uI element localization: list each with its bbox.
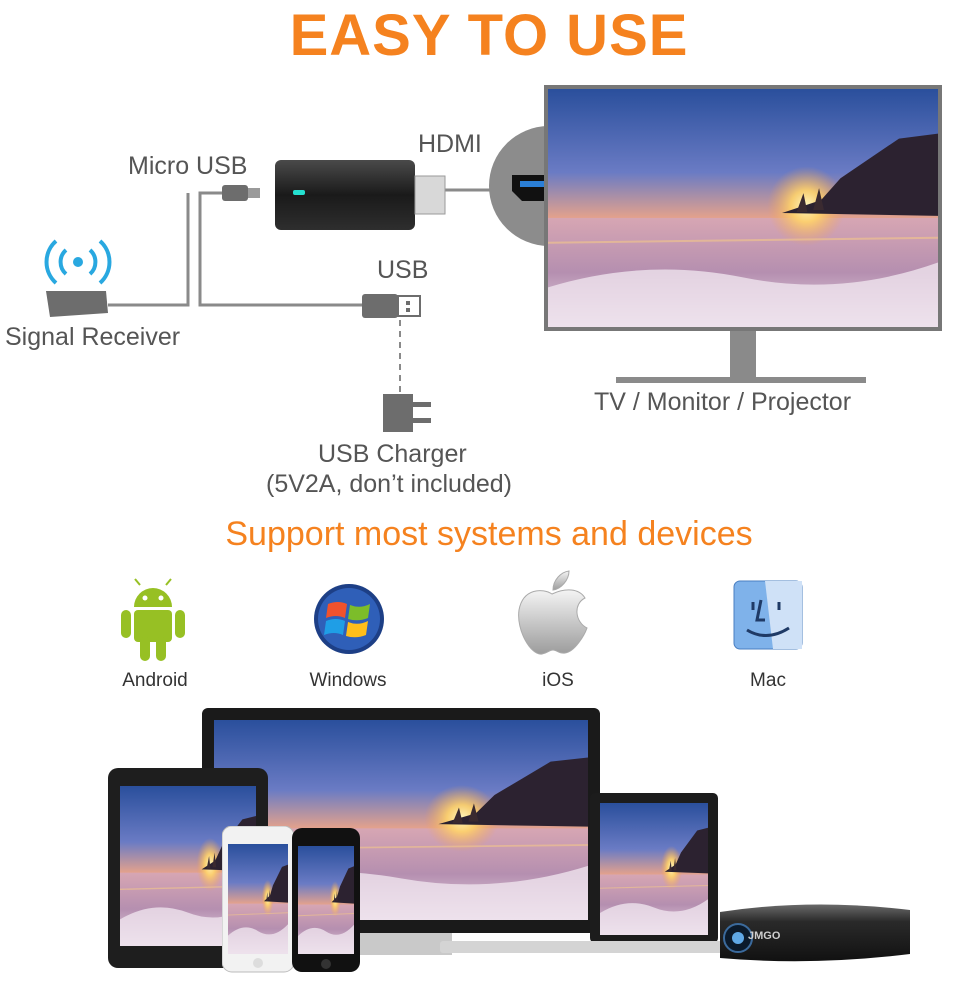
projector-brand: JMGO (748, 930, 781, 942)
signal-receiver-icon (44, 239, 112, 317)
phone-white (222, 826, 295, 973)
signal-receiver-label: Signal Receiver (5, 323, 181, 351)
receiver-cable (108, 193, 190, 307)
hdmi-label: HDMI (418, 130, 482, 158)
android-icon (121, 578, 185, 661)
tv-monitor (544, 85, 942, 383)
os-label-mac: Mac (750, 670, 786, 691)
mac-finder-icon (733, 580, 803, 650)
usb-charger-note: (5V2A, don’t included) (266, 470, 512, 498)
projector (720, 904, 910, 962)
os-label-windows: Windows (309, 670, 387, 691)
laptop (440, 793, 736, 953)
support-heading: Support most systems and devices (225, 515, 753, 553)
usb-label: USB (377, 256, 429, 284)
os-label-android: Android (122, 670, 188, 691)
usb-charger-icon (383, 394, 431, 432)
micro-usb-plug-icon (222, 185, 260, 201)
micro-usb-label: Micro USB (128, 152, 248, 180)
page-title: EASY TO USE (289, 3, 689, 68)
hdmi-dongle-icon (275, 160, 446, 230)
os-label-ios: iOS (542, 670, 574, 691)
phone-black (292, 828, 360, 972)
usb-plug-icon (362, 294, 421, 318)
windows-icon (314, 584, 384, 654)
display-label: TV / Monitor / Projector (594, 388, 852, 416)
usb-charger-label: USB Charger (318, 440, 467, 468)
apple-icon (518, 570, 588, 655)
